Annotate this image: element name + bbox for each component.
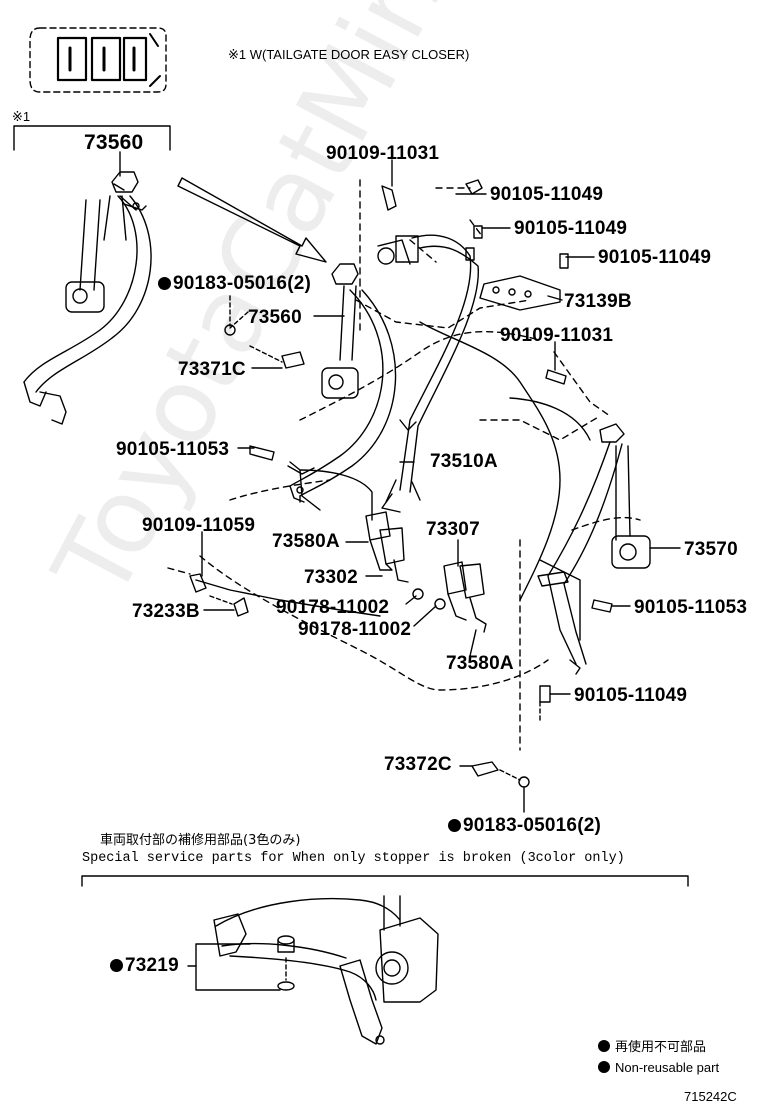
buckle-73580A-left — [365, 511, 409, 583]
label-73219[interactable]: 73219 — [110, 956, 179, 975]
non-reusable-dot — [110, 959, 123, 972]
label-73510A[interactable]: 73510A — [430, 451, 498, 472]
label-90178-11002-a[interactable]: 90178-11002 — [276, 597, 390, 618]
label-90183-05016-bottom[interactable]: 90183-05016(2) — [448, 816, 601, 835]
part-73233B — [233, 597, 249, 617]
direction-arrow — [177, 177, 327, 263]
legend-dot — [598, 1040, 610, 1052]
part-73372C — [471, 761, 499, 777]
label-90105-11049-b[interactable]: 90105-11049 — [514, 218, 628, 239]
label-90105-11053-right[interactable]: 90105-11053 — [634, 597, 748, 618]
inset-belt-73560 — [23, 171, 152, 425]
part-73371C — [281, 351, 305, 369]
belt-73570 — [537, 423, 651, 675]
header-note: ※1 W(TAILGATE DOOR EASY CLOSER) — [228, 47, 470, 62]
label-90178-11002-b[interactable]: 90178-11002 — [298, 619, 412, 640]
buckle-73580A-right — [443, 561, 487, 633]
inset-marker: ※1 — [12, 109, 31, 124]
inset-bracket — [13, 125, 171, 151]
label-73307[interactable]: 73307 — [426, 519, 480, 540]
service-note-en: Special service parts for When only stop… — [82, 851, 625, 866]
label-73580A-top[interactable]: 73580A — [272, 531, 340, 552]
label-73580A-bottom[interactable]: 73580A — [446, 653, 514, 674]
label-73371C[interactable]: 73371C — [178, 359, 246, 380]
label-73233B[interactable]: 73233B — [132, 601, 200, 622]
bracket-73139B — [479, 275, 561, 311]
label-90105-11049-c[interactable]: 90105-11049 — [598, 247, 712, 268]
non-reusable-dot — [158, 277, 171, 290]
label-90109-11059[interactable]: 90109-11059 — [142, 515, 256, 536]
label-90183-05016-top[interactable]: 90183-05016(2) — [158, 274, 311, 293]
legend-dot — [598, 1061, 610, 1073]
label-90109-11031-right[interactable]: 90109-11031 — [500, 325, 614, 346]
label-73302[interactable]: 73302 — [304, 567, 358, 588]
legend-jp: 再使用不可部品 — [598, 1040, 706, 1053]
label-73570[interactable]: 73570 — [684, 539, 738, 560]
label-73560[interactable]: 73560 — [248, 307, 302, 328]
label-90105-11049-a[interactable]: 90105-11049 — [490, 184, 604, 205]
vehicle-icon — [29, 27, 167, 93]
legend-en: Non-reusable part — [598, 1061, 719, 1074]
belt-73560 — [287, 263, 397, 503]
label-90105-11049-d[interactable]: 90105-11049 — [574, 685, 688, 706]
label-90109-11031-top[interactable]: 90109-11031 — [326, 143, 440, 164]
diagram-id: 715242C — [684, 1089, 737, 1104]
belt-73510A — [377, 234, 479, 513]
label-90105-11053-left[interactable]: 90105-11053 — [116, 439, 230, 460]
service-bracket — [81, 875, 689, 887]
leader-lines — [119, 151, 681, 813]
label-73372C[interactable]: 73372C — [384, 754, 452, 775]
label-73139B[interactable]: 73139B — [564, 291, 632, 312]
service-note-jp: 車両取付部の補修用部品(3色のみ) — [100, 833, 301, 848]
non-reusable-dot — [448, 819, 461, 832]
stopper-detail — [187, 895, 439, 1045]
seat-outline — [195, 321, 591, 641]
label-73560-inset[interactable]: 73560 — [84, 131, 144, 154]
